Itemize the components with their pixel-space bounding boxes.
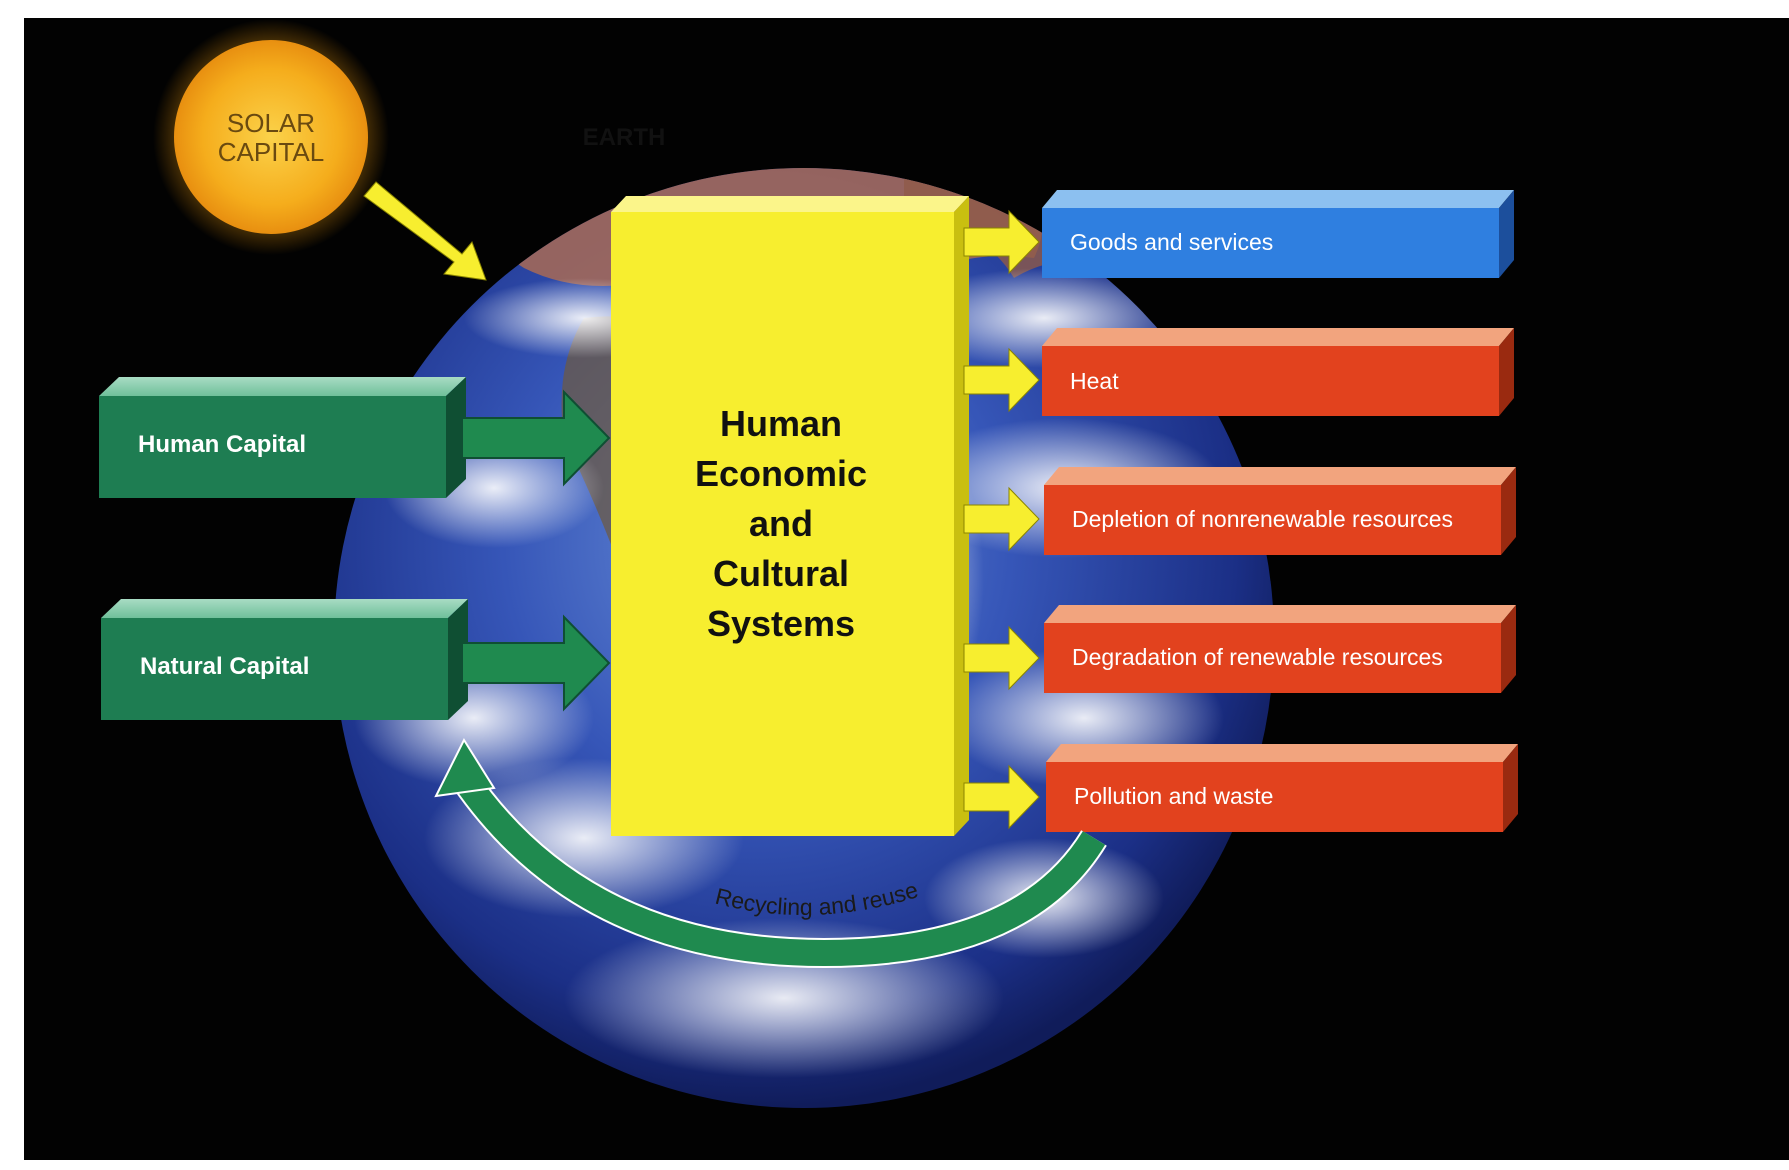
output-arrow-3 <box>963 486 1040 552</box>
sun-icon <box>153 19 389 255</box>
recycling-arrow <box>434 737 1107 969</box>
center-line-3: and <box>749 503 813 544</box>
output-label-goods: Goods and services <box>1070 229 1273 255</box>
output-box-heat <box>1042 328 1514 416</box>
solar-label-line1: SOLAR <box>227 108 315 138</box>
output-box-depletion <box>1044 467 1516 555</box>
output-arrow-2 <box>963 347 1040 413</box>
natural-capital-label: Natural Capital <box>140 653 309 680</box>
natural-capital-box <box>101 599 468 720</box>
output-label-degradation: Degradation of renewable resources <box>1072 644 1443 670</box>
natural-capital-arrow <box>461 614 611 712</box>
center-system-box <box>611 196 969 836</box>
output-label-heat: Heat <box>1070 368 1119 394</box>
center-line-2: Economic <box>695 453 867 494</box>
solar-label-line2: CAPITAL <box>218 137 324 167</box>
output-arrow-5 <box>963 764 1040 830</box>
center-line-5: Systems <box>707 603 855 644</box>
output-label-depletion: Depletion of nonrenewable resources <box>1072 506 1453 532</box>
output-box-pollution <box>1046 744 1518 832</box>
output-arrows <box>963 209 1040 830</box>
center-line-1: Human <box>720 403 842 444</box>
diagram-frame: SOLAR CAPITAL EARTH Human Capital Natura… <box>24 18 1789 1160</box>
diagram-canvas: SOLAR CAPITAL EARTH Human Capital Natura… <box>99 19 1518 1108</box>
output-arrow-1 <box>963 209 1040 275</box>
output-arrow-4 <box>963 625 1040 691</box>
human-capital-arrow <box>461 389 611 487</box>
output-box-degradation <box>1044 605 1516 693</box>
output-box-goods <box>1042 190 1514 278</box>
human-capital-box <box>99 377 466 498</box>
human-capital-label: Human Capital <box>138 431 306 458</box>
output-label-pollution: Pollution and waste <box>1074 783 1273 809</box>
earth-label: EARTH <box>583 124 666 151</box>
center-line-4: Cultural <box>713 553 849 594</box>
solar-arrow <box>363 181 487 281</box>
